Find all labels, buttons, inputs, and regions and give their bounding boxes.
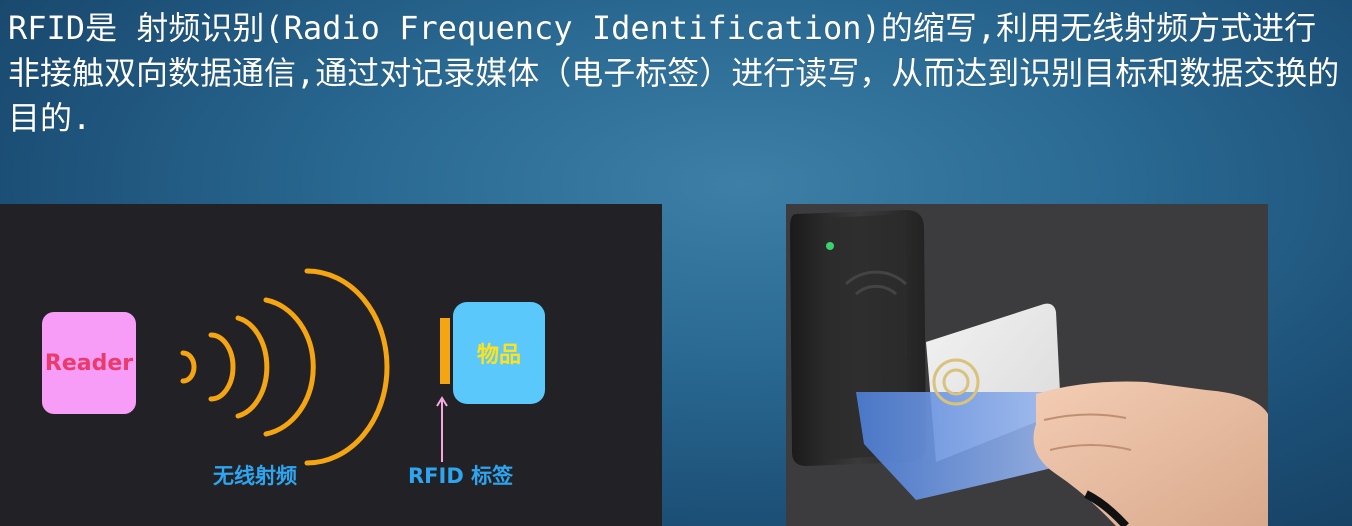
rfid-photo — [786, 204, 1268, 526]
rfid-tag-strip — [440, 318, 450, 384]
arrow-up-icon — [436, 396, 448, 462]
wave-5 — [304, 268, 390, 466]
wave-2 — [208, 332, 236, 402]
wireless-label: 无线射频 — [213, 464, 297, 488]
wave-1 — [180, 350, 197, 384]
intro-paragraph: RFID是 射频识别(Radio Frequency Identificatio… — [8, 9, 1340, 137]
item-label: 物品 — [476, 343, 521, 368]
item-box: 物品 — [453, 302, 545, 404]
rfid-tag-label: RFID 标签 — [408, 464, 514, 488]
reader-box: Reader — [42, 312, 136, 414]
reader-label: Reader — [44, 350, 134, 376]
radio-waves-icon — [180, 268, 390, 466]
wave-3 — [235, 315, 270, 419]
wave-4 — [263, 297, 316, 437]
rfid-diagram: Reader 物品 无线射频 RFID 标签 — [0, 204, 662, 526]
rfid-reader-card-photo-icon — [790, 210, 1268, 526]
